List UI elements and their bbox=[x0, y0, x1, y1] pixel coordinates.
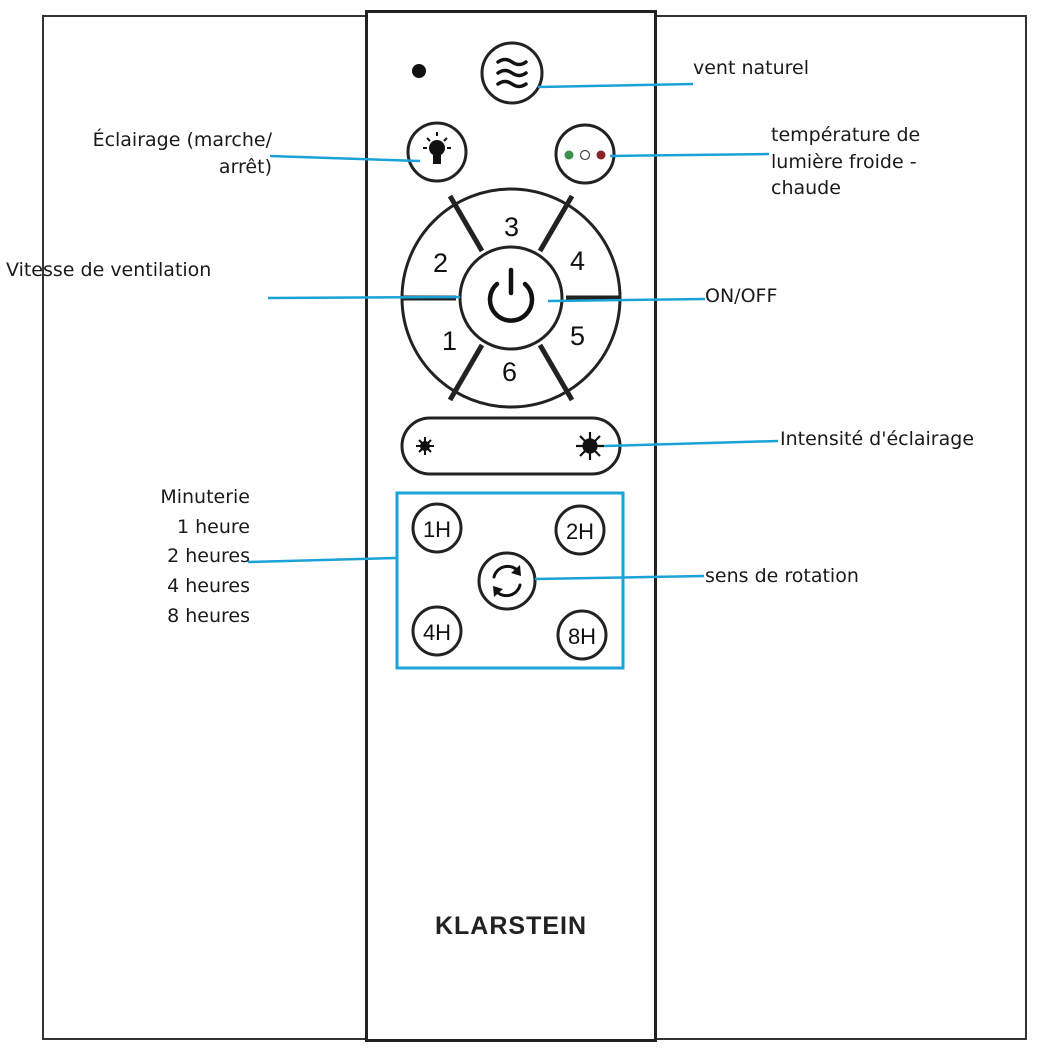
speed-button-2[interactable]: 2 bbox=[433, 248, 448, 278]
label-line: 1 heure bbox=[177, 515, 250, 538]
leader-natural-wind bbox=[537, 82, 694, 89]
label-light-toggle: Éclairage (marche/ arrêt) bbox=[52, 127, 272, 180]
label-line: 4 heures bbox=[167, 574, 250, 597]
speed-button-1[interactable]: 1 bbox=[442, 326, 457, 356]
indicator-led bbox=[412, 64, 426, 78]
speed-button-3[interactable]: 3 bbox=[504, 212, 519, 242]
light-toggle-button[interactable] bbox=[406, 121, 468, 183]
leader-timer bbox=[247, 556, 398, 564]
leader-fan-speed bbox=[267, 295, 461, 300]
dial-divider bbox=[447, 343, 485, 402]
power-button[interactable] bbox=[458, 245, 564, 351]
label-line: Éclairage (marche/ bbox=[92, 129, 272, 151]
rotation-icon bbox=[492, 564, 522, 598]
leader-on-off bbox=[547, 297, 706, 303]
label-line: lumière froide - bbox=[771, 150, 917, 173]
timer-1h-label: 1H bbox=[423, 517, 451, 542]
color-temperature-button[interactable] bbox=[554, 123, 616, 185]
label-line: température de bbox=[771, 124, 921, 146]
speed-button-5[interactable]: 5 bbox=[570, 321, 585, 351]
power-icon bbox=[487, 267, 535, 323]
dial-divider bbox=[447, 194, 485, 253]
label-natural-wind: vent naturel bbox=[693, 57, 810, 79]
leader-brightness bbox=[603, 439, 779, 448]
label-timer: Minuterie 1 heure 2 heures 4 heures 8 he… bbox=[110, 483, 250, 631]
label-line: chaude bbox=[771, 177, 841, 200]
speed-button-6[interactable]: 6 bbox=[502, 357, 517, 387]
dim-sun-icon bbox=[416, 437, 434, 455]
color-temp-icon bbox=[564, 149, 606, 161]
brand-logo: KLARSTEIN bbox=[434, 912, 588, 940]
label-on-off: ON/OFF bbox=[705, 285, 778, 307]
label-rotation: sens de rotation bbox=[705, 565, 859, 587]
label-line: 2 heures bbox=[167, 545, 250, 568]
bright-sun-icon bbox=[576, 432, 604, 460]
leader-rotation bbox=[534, 574, 705, 581]
wind-icon bbox=[496, 57, 528, 89]
timer-8h-button[interactable]: 8H bbox=[556, 609, 608, 661]
timer-2h-label: 2H bbox=[566, 519, 594, 544]
timer-group-box bbox=[395, 491, 625, 670]
dial-divider bbox=[537, 343, 575, 402]
label-line: arrêt) bbox=[218, 155, 272, 178]
label-fan-speed: Vitesse de ventilation bbox=[6, 259, 212, 281]
label-color-temperature: température de lumière froide - chaude bbox=[771, 122, 920, 202]
timer-2h-button[interactable]: 2H bbox=[554, 504, 606, 556]
leader-color-temp bbox=[609, 152, 770, 158]
timer-4h-label: 4H bbox=[423, 620, 451, 645]
bulb-icon bbox=[423, 132, 451, 164]
dial-divider bbox=[537, 194, 575, 253]
timer-8h-label: 8H bbox=[568, 624, 596, 649]
timer-1h-button[interactable]: 1H bbox=[411, 502, 463, 554]
natural-wind-button[interactable] bbox=[480, 41, 544, 105]
speed-button-4[interactable]: 4 bbox=[570, 246, 585, 276]
label-brightness: Intensité d'éclairage bbox=[780, 428, 975, 450]
label-line: Minuterie bbox=[160, 486, 250, 508]
brightness-slider[interactable] bbox=[400, 416, 622, 476]
rotation-direction-button[interactable] bbox=[477, 551, 537, 611]
timer-4h-button[interactable]: 4H bbox=[411, 605, 463, 657]
label-line: 8 heures bbox=[167, 604, 250, 627]
leader-light-toggle bbox=[269, 154, 421, 163]
